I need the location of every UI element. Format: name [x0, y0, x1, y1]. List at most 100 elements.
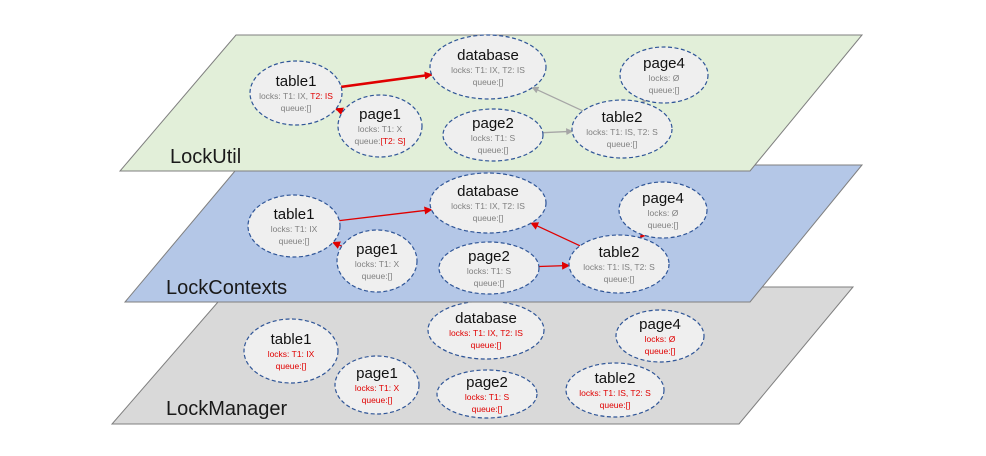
node-text-segment: locks: T1: X	[355, 259, 400, 269]
node-text-segment: queue:[]	[473, 77, 504, 87]
node-title: database	[457, 47, 519, 64]
node-locks-text: locks: T1: IX	[268, 349, 315, 359]
node-title: table2	[599, 244, 640, 261]
lockcontexts-label: LockContexts	[166, 277, 287, 299]
node-ellipse	[438, 241, 540, 295]
node-text-segment: queue:[]	[362, 395, 393, 405]
node-ellipse	[429, 172, 547, 234]
edge-table2-to-database	[531, 86, 584, 112]
node-queue-text: queue:[]	[362, 395, 393, 405]
node-text-segment: queue:[]	[474, 278, 505, 288]
node-text-segment: locks: Ø	[649, 73, 680, 83]
node-locks-text: locks: T1: S	[467, 266, 512, 276]
node-queue-text: queue:[]	[472, 404, 503, 414]
node-title: page4	[642, 190, 684, 207]
node-text-segment: queue:[]	[276, 361, 307, 371]
node-queue-text: queue:[]	[362, 271, 393, 281]
node-text-segment: [T2: S]	[380, 136, 405, 146]
node-text-segment: queue:[]	[281, 103, 312, 113]
node-text-segment: queue:[]	[478, 145, 509, 155]
node-locks-text: locks: T1: IX, T2: IS	[451, 201, 525, 211]
node-locks-text: locks: T1: X	[358, 124, 403, 134]
lockcontexts-edges	[332, 206, 648, 270]
edge-table2-to-database	[530, 222, 581, 247]
edge-page2-to-table2	[538, 261, 571, 270]
node-queue-text: queue:[]	[474, 278, 505, 288]
node-ellipse	[619, 46, 709, 104]
node-text-segment: locks: T1: IS, T2: S	[579, 388, 651, 398]
node-locks-text: locks: T1: IX, T2: IS	[451, 65, 525, 75]
node-ellipse	[571, 99, 673, 159]
node-queue-text: queue:[]	[473, 77, 504, 87]
node-text-segment: queue:[]	[473, 213, 504, 223]
node-ellipse	[429, 34, 547, 100]
node-text-segment: locks: T1: X	[355, 383, 400, 393]
node-title: page1	[356, 241, 398, 258]
node-ellipse	[436, 369, 538, 419]
node-ellipse	[249, 60, 343, 126]
node-locks-text: locks: Ø	[648, 208, 679, 218]
node-ellipse	[247, 194, 341, 258]
node-ellipse	[336, 229, 418, 293]
node-ellipse	[615, 309, 705, 363]
node-ellipse	[618, 181, 708, 239]
node-text-segment: queue:[]	[362, 271, 393, 281]
node-queue-text: queue:[]	[471, 340, 502, 350]
node-text-segment: locks: T1: S	[467, 266, 512, 276]
node-text-segment: T2: IS	[310, 91, 333, 101]
node-title: page2	[468, 248, 510, 265]
node-ellipse	[334, 355, 420, 415]
node-text-segment: locks: T1: IX, T2: IS	[451, 65, 525, 75]
node-locks-text: locks: Ø	[649, 73, 680, 83]
node-queue-text: queue:[]	[473, 213, 504, 223]
node-text-segment: queue:[]	[645, 346, 676, 356]
node-queue-text: queue:[]	[478, 145, 509, 155]
node-ellipse	[442, 108, 544, 162]
node-queue-text: queue:[T2: S]	[354, 136, 405, 146]
lockmanager-label: LockManager	[166, 398, 288, 420]
node-text-segment: locks: T1: IS, T2: S	[583, 262, 655, 272]
node-title: table2	[595, 370, 636, 387]
node-text-segment: queue:[]	[471, 340, 502, 350]
node-locks-text: locks: T1: IX, T2: IS	[449, 328, 523, 338]
node-ellipse	[565, 362, 665, 418]
node-title: table1	[274, 206, 315, 223]
node-locks-text: locks: T1: IS, T2: S	[583, 262, 655, 272]
edge-page1-to-table1	[332, 241, 343, 249]
node-text-segment: queue:	[354, 136, 380, 146]
node-queue-text: queue:[]	[649, 85, 680, 95]
node-ellipse	[243, 318, 339, 384]
node-text-segment: queue:[]	[600, 400, 631, 410]
node-text-segment: locks: Ø	[645, 334, 676, 344]
node-title: database	[457, 183, 519, 200]
node-text-segment: queue:[]	[648, 220, 679, 230]
node-text-segment: queue:[]	[279, 236, 310, 246]
edge-table1-to-database	[339, 206, 433, 222]
node-text-segment: locks: T1: IX, T2: IS	[451, 201, 525, 211]
lockutil-label: LockUtil	[170, 146, 241, 168]
node-queue-text: queue:[]	[604, 274, 635, 284]
node-text-segment: locks: T1: S	[465, 392, 510, 402]
node-title: page1	[359, 106, 401, 123]
edge-page2-to-table2	[542, 128, 574, 136]
node-text-segment: locks: T1: IX	[271, 224, 318, 234]
node-text-segment: locks: T1: S	[471, 133, 516, 143]
node-locks-text: locks: T1: S	[465, 392, 510, 402]
